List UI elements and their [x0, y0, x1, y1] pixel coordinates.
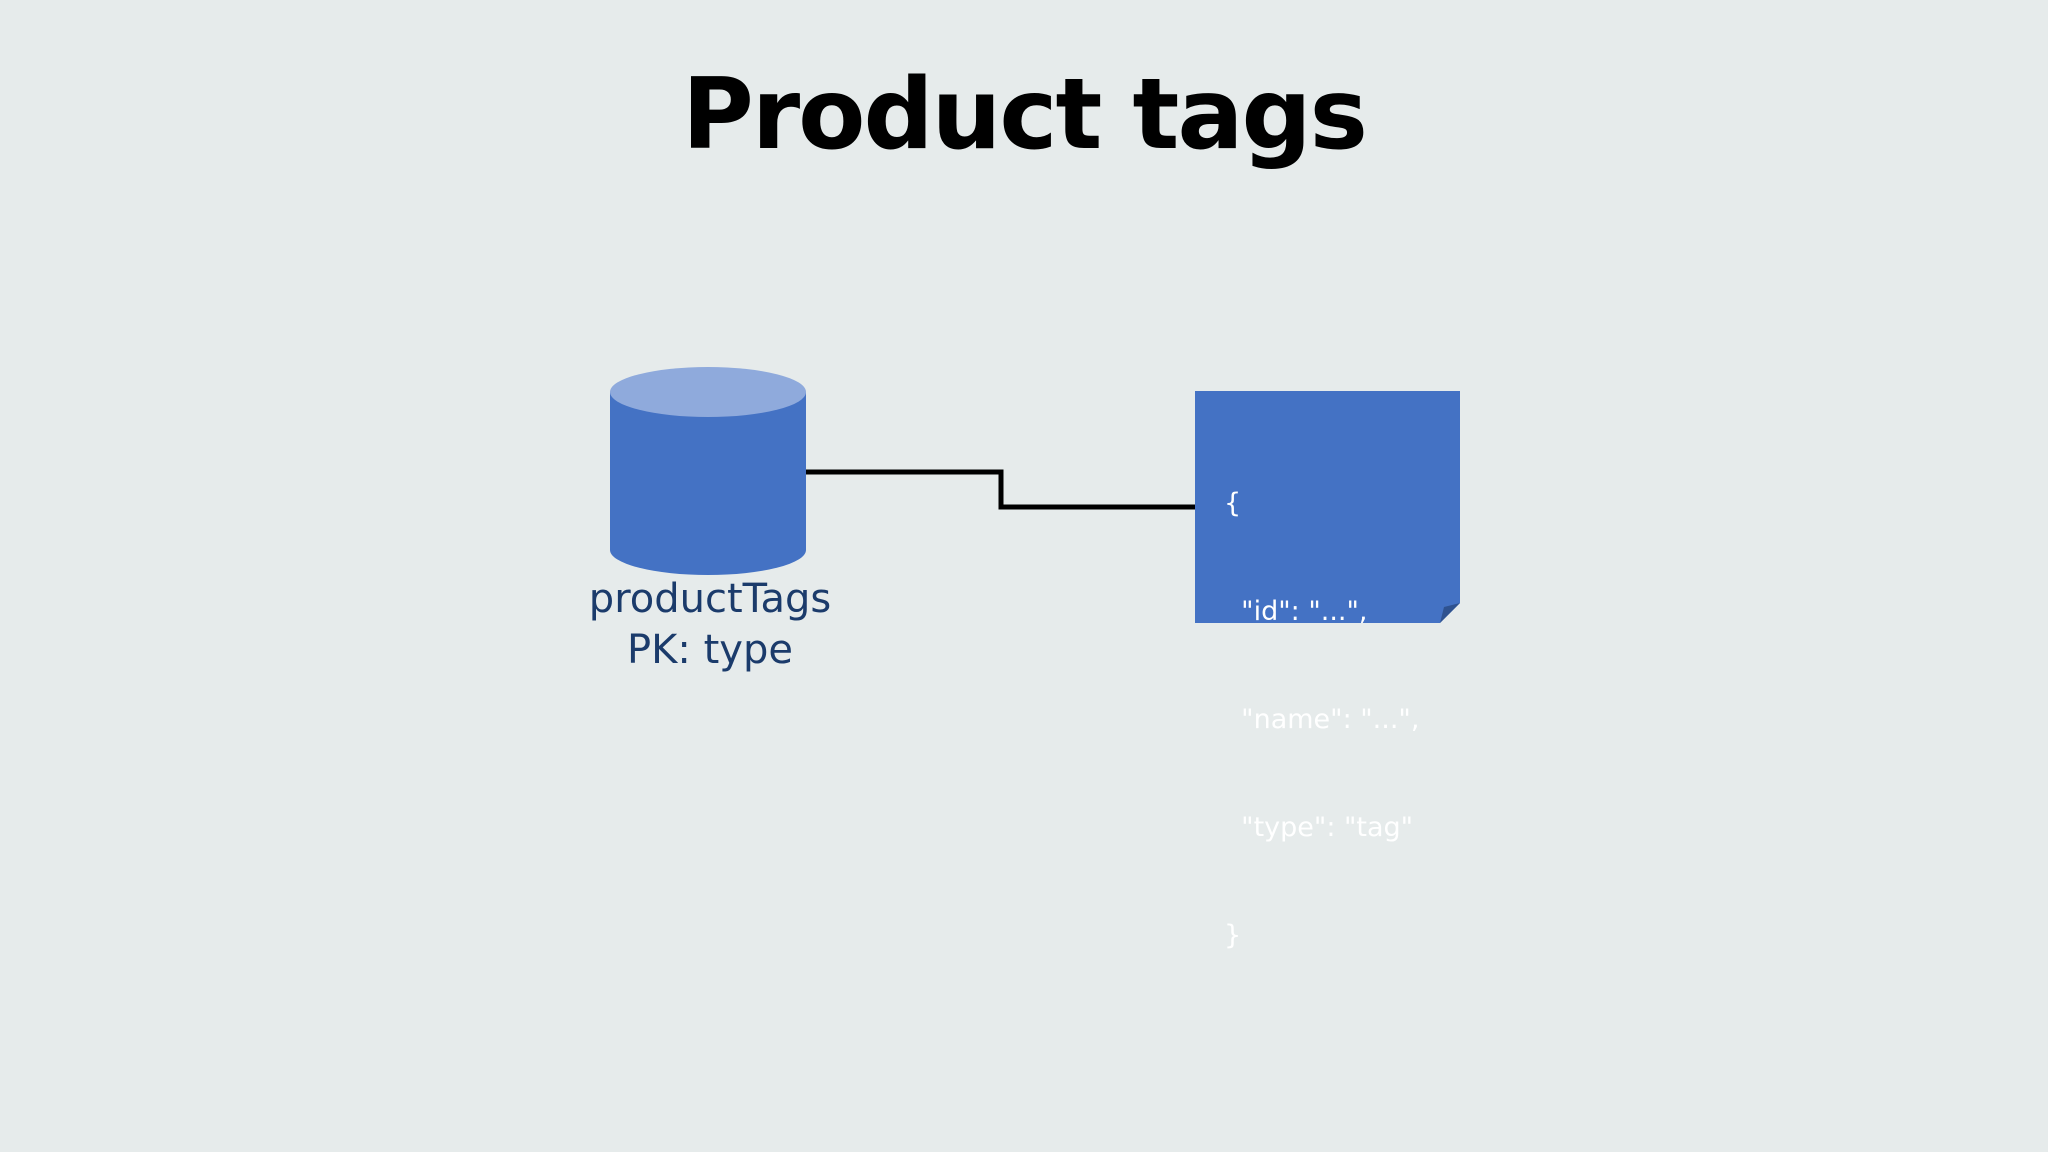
- json-line: "name": "...",: [1224, 704, 1420, 735]
- json-line: "type": "tag": [1224, 812, 1414, 843]
- json-line: }: [1224, 920, 1242, 951]
- database-cylinder-icon: [610, 367, 806, 575]
- document-shape: [1195, 391, 1460, 623]
- json-line: {: [1224, 488, 1242, 519]
- document-icon: [1195, 391, 1460, 623]
- slide-title: Product tags: [682, 58, 1368, 172]
- connector-line: [806, 469, 1195, 510]
- partition-key: PK: type: [627, 627, 793, 673]
- container-label: productTags PK: type: [560, 574, 860, 676]
- container-name: productTags: [588, 576, 832, 622]
- json-line: "id": "...",: [1224, 596, 1368, 627]
- cylinder-body: [610, 392, 806, 575]
- document-fold: [1440, 603, 1460, 623]
- document-json: { "id": "...", "name": "...", "type": "t…: [1224, 414, 1454, 1026]
- cylinder-top: [610, 367, 806, 417]
